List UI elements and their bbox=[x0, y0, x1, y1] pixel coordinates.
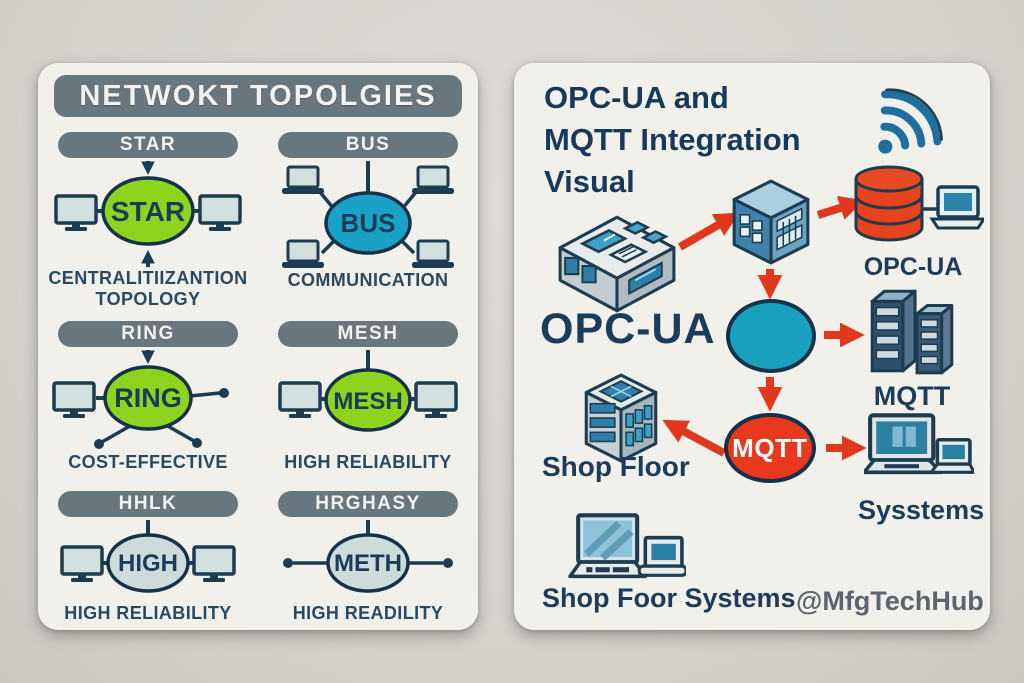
star-topology-diagram: STAR bbox=[54, 161, 242, 267]
mesh-topology-diagram: MESH bbox=[278, 350, 458, 432]
star-header-pill: STAR bbox=[58, 132, 238, 158]
mqtt-servers-icon bbox=[870, 289, 954, 375]
monitor-icon bbox=[198, 194, 242, 232]
plc-device-icon bbox=[558, 215, 676, 313]
page-title: NETWOKT TOPOLGIES bbox=[54, 75, 462, 117]
bus-topology-diagram: BUS bbox=[280, 161, 456, 270]
laptop-icon bbox=[280, 239, 326, 270]
monitor-icon bbox=[414, 381, 458, 419]
systems-label: Sysstems bbox=[858, 495, 985, 525]
hhlk-header-pill: HHLK bbox=[58, 491, 238, 517]
network-topologies-card: NETWOKT TOPOLGIES STAR STAR CENTRALITIIZ… bbox=[38, 63, 478, 630]
flow-arrows bbox=[662, 196, 867, 461]
opcua-database-icon bbox=[854, 165, 984, 242]
mesh-header-pill: MESH bbox=[278, 321, 458, 347]
shop-floor-laptops-icon bbox=[568, 513, 686, 579]
title-line-1: OPC-UA and bbox=[544, 80, 729, 115]
hhlk-topology-diagram: HIGH bbox=[60, 520, 236, 593]
right-panel-title: OPC-UA and MQTT Integration Visual bbox=[544, 77, 801, 203]
bus-node-label: BUS bbox=[341, 208, 396, 238]
bus-header-pill: BUS bbox=[278, 132, 458, 158]
wifi-icon bbox=[878, 88, 943, 154]
hrghasy-caption: HIGH READILITY bbox=[292, 603, 444, 623]
shop-floor-building-icon bbox=[584, 373, 658, 463]
bus-caption: COMMUNICATION bbox=[287, 270, 449, 290]
shop-floor-systems-label: Shop Foor Systems bbox=[542, 583, 796, 613]
topology-cell-hrghasy: HRGHASY METH HIGH READILITY bbox=[268, 491, 468, 623]
topology-cell-bus: BUS BUS COMMUNICATION bbox=[268, 132, 468, 290]
topology-cell-hhlk: HHLK HIGH HIGH RELIABILITY bbox=[48, 491, 248, 623]
ring-topology-diagram: RING bbox=[52, 350, 229, 449]
teal-ellipse-node bbox=[726, 299, 816, 373]
hrghasy-header-pill: HRGHASY bbox=[278, 491, 458, 517]
ring-header-pill: RING bbox=[58, 321, 238, 347]
monitor-icon bbox=[52, 381, 96, 419]
monitor-icon bbox=[278, 381, 322, 419]
laptop-icon bbox=[410, 239, 456, 270]
star-node-label: STAR bbox=[111, 196, 185, 227]
opcua-db-label: OPC-UA bbox=[863, 253, 963, 281]
monitor-icon bbox=[192, 545, 236, 583]
shop-floor-label: Shop Floor bbox=[542, 451, 690, 482]
hrghasy-node-label: METH bbox=[334, 550, 402, 577]
mqtt-broker-node: MQTT bbox=[724, 413, 816, 483]
opcua-big-label: OPC-UA bbox=[540, 305, 716, 353]
hhlk-caption: HIGH RELIABILITY bbox=[64, 603, 232, 623]
laptop-icon bbox=[280, 165, 326, 196]
title-line-2: MQTT Integration bbox=[544, 122, 801, 157]
mesh-caption: HIGH RELIABILITY bbox=[284, 452, 452, 472]
mqtt-servers-label: MQTT bbox=[873, 381, 951, 411]
opcua-mqtt-card: OPC-UA and MQTT Integration Visual bbox=[514, 63, 990, 630]
star-caption: CENTRALITIIZANTION TOPOLOGY bbox=[48, 268, 248, 309]
monitor-icon bbox=[60, 545, 104, 583]
ring-caption: COST-EFFECTIVE bbox=[68, 452, 228, 472]
topology-cell-ring: RING RING COST-EFFECTIVE bbox=[48, 321, 248, 472]
watermark: @MfgTechHub bbox=[796, 586, 984, 616]
topology-cell-mesh: MESH MESH HIGH RELIABILITY bbox=[268, 321, 468, 472]
title-line-3: Visual bbox=[544, 164, 635, 199]
hrghasy-topology-diagram: METH bbox=[283, 520, 453, 593]
monitor-icon bbox=[54, 194, 98, 232]
ring-node-label: RING bbox=[114, 383, 182, 413]
laptop-icon bbox=[410, 165, 456, 196]
systems-laptops-icon bbox=[864, 413, 974, 475]
gateway-cube-icon bbox=[732, 179, 810, 265]
hhlk-node-label: HIGH bbox=[118, 550, 178, 577]
topology-cell-star: STAR STAR CENTRALITIIZANTION TOPOLOGY bbox=[48, 132, 248, 309]
mesh-node-label: MESH bbox=[333, 388, 402, 415]
